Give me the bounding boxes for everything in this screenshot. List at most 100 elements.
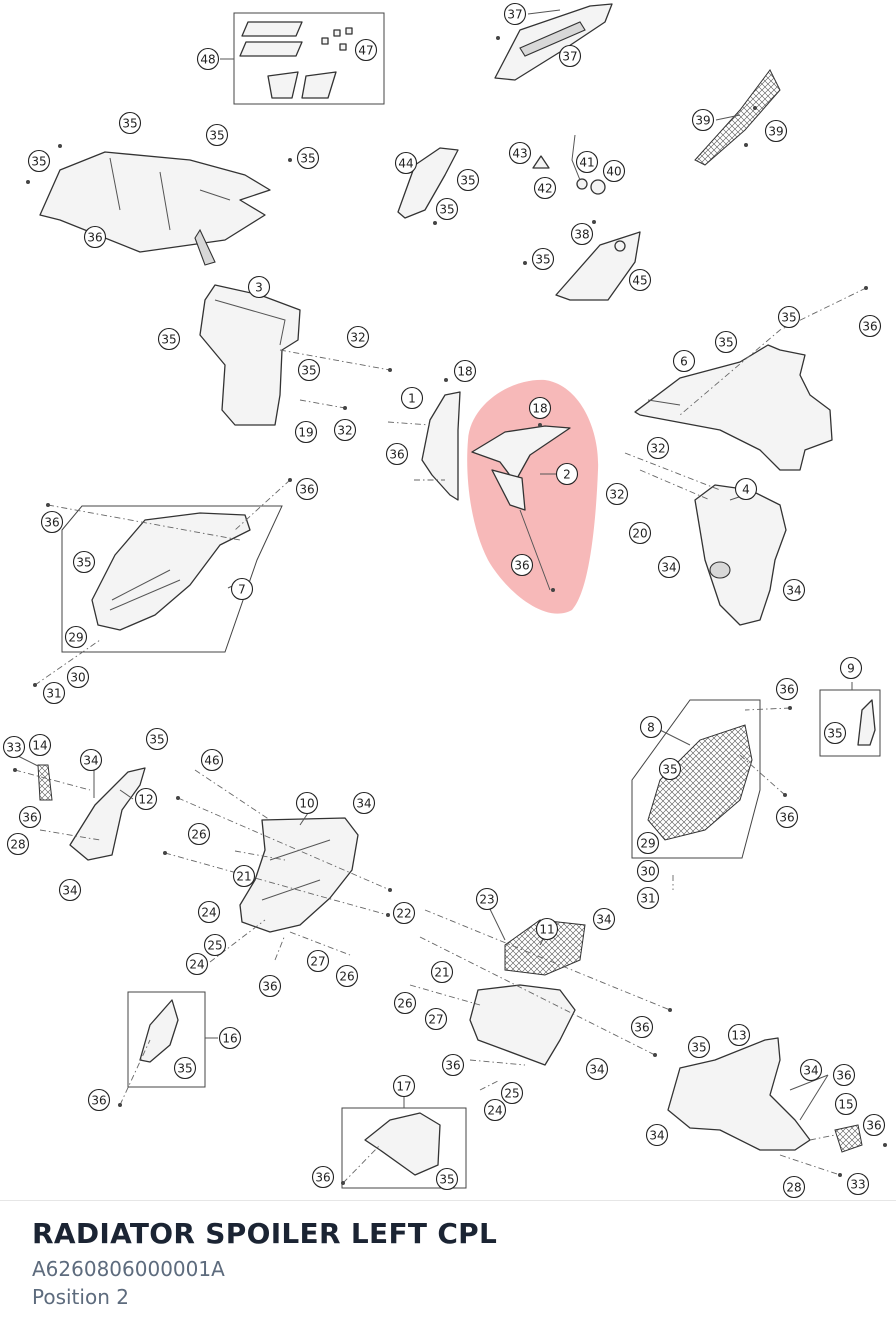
callout-48[interactable]: 48: [196, 47, 220, 71]
callout-3[interactable]: 3: [247, 275, 271, 299]
callout-32[interactable]: 32: [605, 482, 629, 506]
part-13[interactable]: [667, 1037, 811, 1151]
callout-34[interactable]: 34: [645, 1123, 669, 1147]
callout-10[interactable]: 10: [295, 791, 319, 815]
callout-35[interactable]: 35: [823, 721, 847, 745]
callout-17[interactable]: 17: [392, 1074, 416, 1098]
callout-35[interactable]: 35: [296, 146, 320, 170]
callout-34[interactable]: 34: [585, 1057, 609, 1081]
callout-38[interactable]: 38: [570, 222, 594, 246]
part-11[interactable]: [469, 919, 586, 1066]
callout-26[interactable]: 26: [187, 822, 211, 846]
callout-35[interactable]: 35: [777, 305, 801, 329]
callout-35[interactable]: 35: [456, 168, 480, 192]
callout-36[interactable]: 36: [83, 225, 107, 249]
callout-35[interactable]: 35: [435, 1167, 459, 1191]
callout-2[interactable]: 2: [555, 462, 579, 486]
part-10[interactable]: [239, 817, 359, 933]
callout-36[interactable]: 36: [87, 1088, 111, 1112]
part-7[interactable]: [91, 512, 251, 631]
callout-26[interactable]: 26: [393, 991, 417, 1015]
callout-35[interactable]: 35: [297, 358, 321, 382]
callout-25[interactable]: 25: [500, 1081, 524, 1105]
part-2-radiator-spoiler-left[interactable]: [471, 425, 571, 591]
part-5[interactable]: [39, 151, 271, 266]
callout-15[interactable]: 15: [834, 1092, 858, 1116]
callout-39[interactable]: 39: [764, 119, 788, 143]
callout-20[interactable]: 20: [628, 521, 652, 545]
callout-29[interactable]: 29: [64, 625, 88, 649]
callout-35[interactable]: 35: [205, 123, 229, 147]
part-12[interactable]: [69, 767, 146, 861]
callout-36[interactable]: 36: [775, 677, 799, 701]
callout-18[interactable]: 18: [528, 396, 552, 420]
part-45[interactable]: [555, 231, 641, 301]
callout-21[interactable]: 21: [232, 864, 256, 888]
callout-32[interactable]: 32: [646, 436, 670, 460]
callout-40[interactable]: 40: [602, 159, 626, 183]
part-47-48-kit[interactable]: [239, 21, 353, 99]
callout-39[interactable]: 39: [691, 108, 715, 132]
callout-14[interactable]: 14: [28, 733, 52, 757]
callout-33[interactable]: 33: [846, 1172, 870, 1196]
callout-32[interactable]: 32: [346, 325, 370, 349]
callout-8[interactable]: 8: [639, 715, 663, 739]
callout-42[interactable]: 42: [533, 176, 557, 200]
callout-6[interactable]: 6: [672, 349, 696, 373]
part-6[interactable]: [634, 344, 833, 471]
callout-31[interactable]: 31: [636, 886, 660, 910]
callout-36[interactable]: 36: [441, 1053, 465, 1077]
callout-35[interactable]: 35: [658, 757, 682, 781]
callout-36[interactable]: 36: [630, 1015, 654, 1039]
callout-35[interactable]: 35: [687, 1035, 711, 1059]
part-16[interactable]: [139, 999, 179, 1063]
part-1[interactable]: [421, 391, 461, 501]
part-37[interactable]: [494, 3, 613, 81]
callout-28[interactable]: 28: [6, 832, 30, 856]
callout-16[interactable]: 16: [218, 1026, 242, 1050]
part-8[interactable]: [647, 724, 753, 841]
callout-43[interactable]: 43: [508, 141, 532, 165]
part-9[interactable]: [857, 699, 876, 746]
callout-44[interactable]: 44: [394, 151, 418, 175]
callout-37[interactable]: 37: [558, 44, 582, 68]
callout-32[interactable]: 32: [333, 418, 357, 442]
callout-36[interactable]: 36: [295, 477, 319, 501]
callout-45[interactable]: 45: [628, 268, 652, 292]
callout-28[interactable]: 28: [782, 1175, 806, 1199]
callout-36[interactable]: 36: [311, 1165, 335, 1189]
callout-30[interactable]: 30: [66, 665, 90, 689]
callout-36[interactable]: 36: [18, 805, 42, 829]
callout-30[interactable]: 30: [636, 859, 660, 883]
part-40-43[interactable]: [532, 134, 606, 195]
part-14[interactable]: [37, 764, 53, 801]
callout-36[interactable]: 36: [258, 974, 282, 998]
callout-37[interactable]: 37: [503, 2, 527, 26]
callout-22[interactable]: 22: [392, 901, 416, 925]
callout-34[interactable]: 34: [657, 555, 681, 579]
callout-35[interactable]: 35: [157, 327, 181, 351]
part-38[interactable]: [694, 69, 781, 166]
callout-12[interactable]: 12: [134, 787, 158, 811]
callout-36[interactable]: 36: [775, 805, 799, 829]
callout-34[interactable]: 34: [782, 578, 806, 602]
callout-34[interactable]: 34: [79, 748, 103, 772]
callout-46[interactable]: 46: [200, 748, 224, 772]
callout-35[interactable]: 35: [118, 111, 142, 135]
callout-34[interactable]: 34: [799, 1058, 823, 1082]
callout-1[interactable]: 1: [400, 386, 424, 410]
callout-4[interactable]: 4: [734, 477, 758, 501]
callout-31[interactable]: 31: [42, 681, 66, 705]
callout-33[interactable]: 33: [2, 735, 26, 759]
callout-24[interactable]: 24: [483, 1098, 507, 1122]
part-4[interactable]: [694, 484, 787, 626]
callout-19[interactable]: 19: [294, 420, 318, 444]
callout-13[interactable]: 13: [727, 1023, 751, 1047]
callout-36[interactable]: 36: [385, 442, 409, 466]
callout-18[interactable]: 18: [453, 359, 477, 383]
callout-34[interactable]: 34: [592, 907, 616, 931]
callout-35[interactable]: 35: [72, 550, 96, 574]
callout-23[interactable]: 23: [475, 887, 499, 911]
callout-36[interactable]: 36: [862, 1113, 886, 1137]
callout-36[interactable]: 36: [832, 1063, 856, 1087]
